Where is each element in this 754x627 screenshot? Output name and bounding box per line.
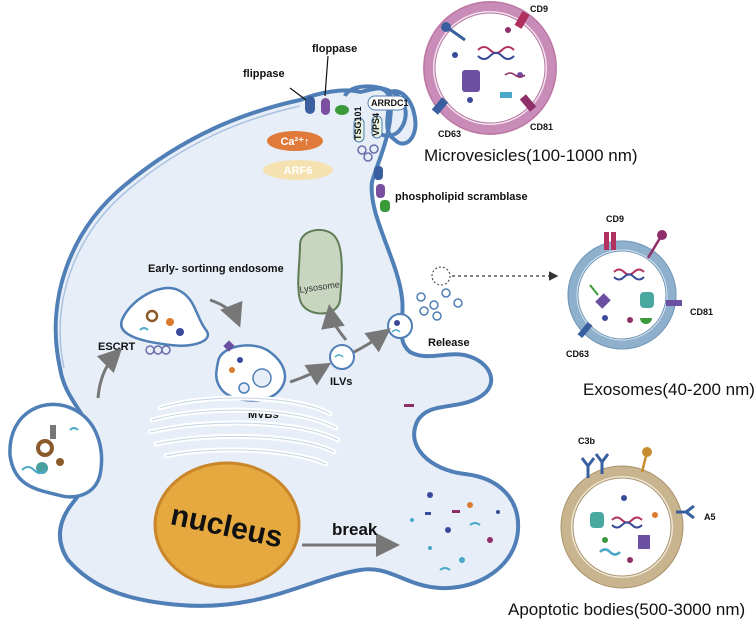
calcium-label: Ca²⁺↑ <box>280 136 309 148</box>
cd63-protein-icon <box>577 321 593 339</box>
floppase-pointer <box>324 55 329 97</box>
microvesicle-marker-stalk <box>447 26 466 42</box>
flippase-label: flippase <box>243 68 285 80</box>
floppase-protein-icon <box>321 98 349 115</box>
release-label: Release <box>428 337 470 349</box>
exosome-cd9-label: CD9 <box>606 214 624 224</box>
apoptotic-fragments <box>410 492 500 571</box>
cell <box>53 84 521 608</box>
released-exosomes <box>416 288 463 321</box>
cd81-protein-icon <box>666 300 682 306</box>
ilv-vesicle <box>252 368 272 388</box>
cd63-protein-icon <box>431 97 449 115</box>
break-label: break <box>332 520 378 539</box>
budding-membrane <box>343 84 408 138</box>
nucleus <box>153 461 301 589</box>
tsg101-label: TSG101 <box>353 106 363 140</box>
ilv-vesicle <box>238 382 250 394</box>
microvesicle-cd63-label: CD63 <box>438 129 461 139</box>
pathway-arrow <box>321 304 348 341</box>
arf6-pill <box>263 160 333 180</box>
microvesicle <box>423 1 557 135</box>
zoom-circle <box>431 266 451 286</box>
apoptotic-a5-label: A5 <box>704 512 716 522</box>
flippase-pointer <box>289 87 307 101</box>
pathway-arrow <box>353 328 391 354</box>
apoptotic-body <box>560 447 695 589</box>
cargo-dot-icon <box>166 318 174 326</box>
cargo-dot-icon <box>229 367 235 373</box>
rna-icon <box>139 327 149 331</box>
apoptotic-marker-head <box>642 447 652 457</box>
exosome-marker-head <box>657 230 667 240</box>
endocytic-pocket <box>8 402 104 499</box>
lysosome <box>297 229 343 315</box>
exosome-cargo <box>589 268 654 324</box>
arrdc1-badge <box>367 95 407 111</box>
cd9-protein-icon <box>611 232 616 250</box>
cargo-dot-icon <box>176 328 184 336</box>
golgi-apparatus-outline <box>149 397 339 465</box>
escrt-ring-chain-icon <box>357 144 379 162</box>
cargo-ring-icon <box>145 309 159 323</box>
microvesicle-cd81-label: CD81 <box>530 122 553 132</box>
a5-antibody-icon <box>676 504 695 520</box>
microvesicle-marker-head <box>441 22 451 32</box>
phospholipid-scramblase-label: phospholipid scramblase <box>395 191 528 203</box>
c3b-antibody-icon <box>580 453 610 478</box>
escrt-ring-icon <box>145 345 171 355</box>
exosome <box>567 230 682 350</box>
cell-membrane <box>53 86 521 608</box>
microvesicle-cargo <box>452 27 526 103</box>
microvesicle-cd9-label: CD9 <box>530 4 548 14</box>
cd81-protein-icon <box>519 94 537 112</box>
cargo-dot-icon <box>394 320 400 326</box>
cd9-protein-icon <box>604 232 609 250</box>
cargo-dot-icon <box>56 458 64 466</box>
cargo-diamond-icon <box>223 340 235 352</box>
rna-icon <box>391 329 401 333</box>
apoptotic-body-cargo <box>590 495 658 563</box>
pathway-arrow <box>289 362 332 386</box>
mvb <box>215 344 287 402</box>
cargo-ring-icon <box>36 439 54 457</box>
early-sorting-endosome <box>120 287 210 347</box>
exosomes-title: Exosomes(40-200 nm) <box>583 380 754 399</box>
flippase-protein-icon <box>305 96 315 114</box>
tsg101-badge <box>353 117 365 143</box>
exosome-marker-stalk <box>646 237 662 259</box>
apoptotic-marker-stalk <box>640 455 648 473</box>
vps4-badge <box>371 115 383 139</box>
cell-membrane-inner <box>59 105 301 369</box>
cd9-protein-icon <box>514 11 530 29</box>
rna-icon <box>334 354 344 358</box>
rna-icon <box>21 466 47 474</box>
floppase-label: floppase <box>312 43 357 55</box>
release-vesicle <box>387 313 413 339</box>
pathway-arrow <box>209 298 243 328</box>
arrdc1-label: ARRDC1 <box>371 98 409 108</box>
early-sorting-endosome-label: Early- sortinng endosome <box>148 263 284 275</box>
exosome-cd81-label: CD81 <box>690 307 713 317</box>
cargo-bar-icon <box>404 404 414 407</box>
cargo-block-icon <box>50 425 56 439</box>
scramblase-protein-icon <box>374 166 390 212</box>
microvesicles-title: Microvesicles(100-1000 nm) <box>424 146 638 165</box>
pathway-arrow <box>96 347 123 399</box>
ilvs-label: ILVs <box>330 376 352 388</box>
vps4-label: VPS4 <box>371 113 381 136</box>
rna-icon <box>69 427 79 431</box>
calcium-pill <box>267 131 323 151</box>
cargo-dot-icon <box>237 357 243 363</box>
apoptotic-bodies-title: Apoptotic bodies(500-3000 nm) <box>508 600 745 619</box>
apoptotic-c3b-label: C3b <box>578 436 596 446</box>
exosome-cd63-label: CD63 <box>566 349 589 359</box>
arf6-label: ARF6 <box>284 165 313 177</box>
